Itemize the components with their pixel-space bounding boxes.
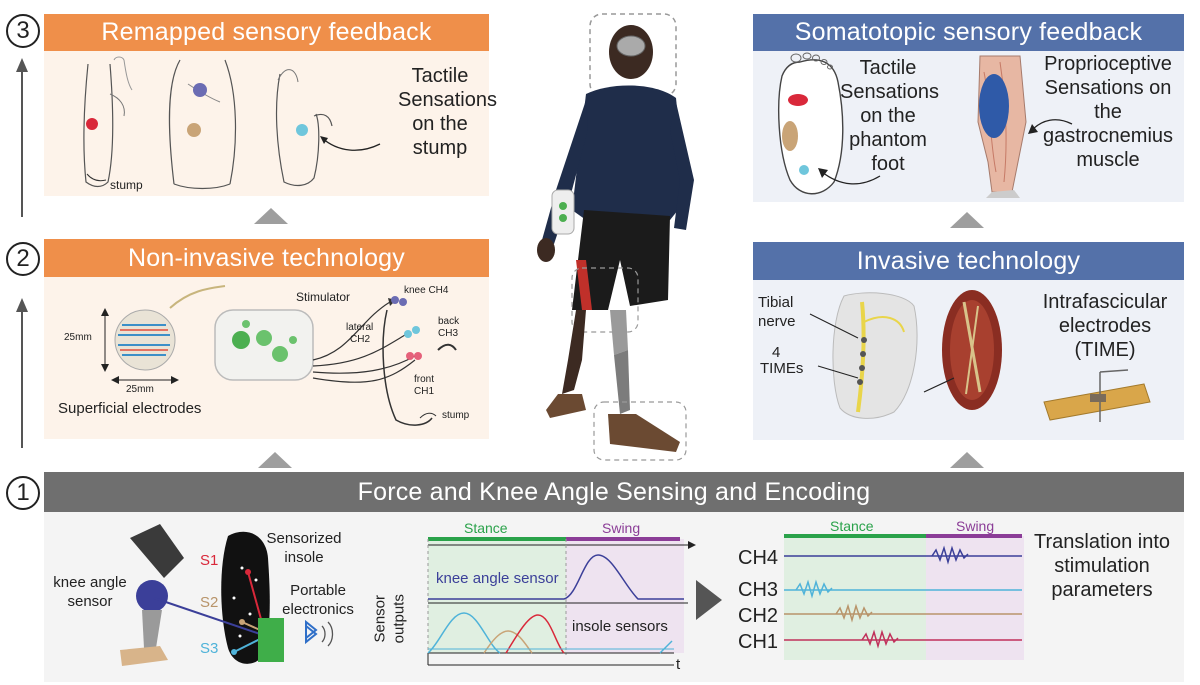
portable-electronics-label: Portable electronics — [282, 582, 354, 618]
time-axis-label: t — [676, 656, 681, 673]
progress-arrows — [16, 58, 28, 448]
somatotopic-header: Somatotopic sensory feedback — [753, 14, 1184, 51]
step-number-1: 1 — [6, 476, 40, 510]
back-label: back — [438, 316, 460, 327]
sensor-s2-label: S2 — [200, 594, 219, 611]
times-label: TIMEs — [760, 360, 804, 377]
tactile-spot-red — [86, 118, 98, 130]
dim-horizontal-label: 25mm — [126, 384, 154, 395]
stimulator-label: Stimulator — [296, 290, 351, 304]
front-label: front — [414, 374, 435, 385]
dim-vertical-label: 25mm — [64, 332, 92, 343]
remapped-header: Remapped sensory feedback — [44, 14, 489, 51]
stump-sketches — [83, 56, 381, 190]
ch1-label: CH1 — [738, 631, 779, 653]
tactile-spot-cyan — [296, 124, 308, 136]
insole-sensors-trace-label: insole sensors — [572, 618, 668, 635]
ch4-label: CH4 — [738, 547, 779, 569]
sensorized-insole-label: Sensorized insole — [266, 530, 342, 566]
front-ch1-label: CH1 — [414, 386, 435, 397]
remapped-tactile-label: Tactile Sensations on the stump — [398, 65, 497, 159]
proprioceptive-label: Proprioceptive Sensations on the gastroc… — [1042, 53, 1174, 171]
stance-label-channels: Stance — [830, 518, 874, 534]
encoding-arrow — [696, 580, 722, 620]
stimulation-channels-chart — [784, 534, 1024, 660]
tibial-nerve-label: Tibial nerve — [758, 294, 796, 330]
phantom-foot-diagram — [778, 52, 881, 195]
knee-angle-sensor-trace-label: knee angle sensor — [436, 570, 559, 587]
phantom-spot-red — [788, 94, 808, 106]
stance-label-chart: Stance — [464, 520, 508, 536]
sensing-header: Force and Knee Angle Sensing and Encodin… — [44, 472, 1184, 512]
lateral-ch2-label: CH2 — [350, 334, 371, 345]
lateral-label: lateral — [346, 322, 374, 333]
phantom-spot-cyan — [799, 165, 809, 175]
step-number-3: 3 — [6, 14, 40, 48]
connector-arrow-left-bottom — [258, 452, 292, 468]
noninvasive-stump-label: stump — [442, 410, 470, 421]
amputee-walker-image — [537, 13, 694, 461]
noninvasive-header: Non-invasive technology — [44, 239, 489, 277]
electrode-diagram — [101, 285, 457, 426]
tactile-spot-purple — [193, 83, 207, 97]
back-ch3-label: CH3 — [438, 328, 459, 339]
somatotopic-tactile-label: Tactile Sensations on the phantom foot — [840, 57, 939, 175]
invasive-header: Invasive technology — [753, 242, 1184, 280]
sensor-s1-label: S1 — [200, 552, 219, 569]
swing-label-channels: Swing — [956, 518, 995, 534]
phantom-spot-tan — [782, 121, 798, 151]
ch2-label: CH2 — [738, 605, 779, 627]
proprio-arrow — [1028, 119, 1073, 134]
connector-arrow-right-bottom — [950, 452, 984, 468]
tactile-spot-tan — [187, 123, 201, 137]
gastrocnemius-spot-blue — [979, 74, 1009, 138]
intrafascicular-label: Intrafascicular electrodes (TIME) — [1042, 291, 1168, 361]
sensor-s3-label: S3 — [200, 640, 219, 657]
swing-label-chart: Swing — [602, 520, 641, 536]
stump-label: stump — [110, 178, 143, 192]
connector-arrow-right-top — [950, 212, 984, 228]
translation-label: Translation into stimulation parameters — [1034, 531, 1170, 601]
gastrocnemius-diagram — [977, 55, 1027, 198]
knee-angle-sensor-label: knee angle sensor — [53, 574, 127, 610]
step-number-2: 2 — [6, 242, 40, 276]
sensor-outputs-axis-label: Sensor outputs — [371, 594, 407, 644]
connector-arrow-left-top — [254, 208, 288, 224]
times-count-label: 4 — [772, 344, 781, 361]
superficial-electrodes-label: Superficial electrodes — [58, 400, 202, 417]
sensor-output-chart — [427, 537, 696, 666]
nerve-implant-diagram — [809, 290, 1151, 422]
prosthesis-insole-diagram — [120, 524, 334, 666]
knee-ch4-label: knee CH4 — [404, 285, 449, 296]
ch3-label: CH3 — [738, 579, 779, 601]
